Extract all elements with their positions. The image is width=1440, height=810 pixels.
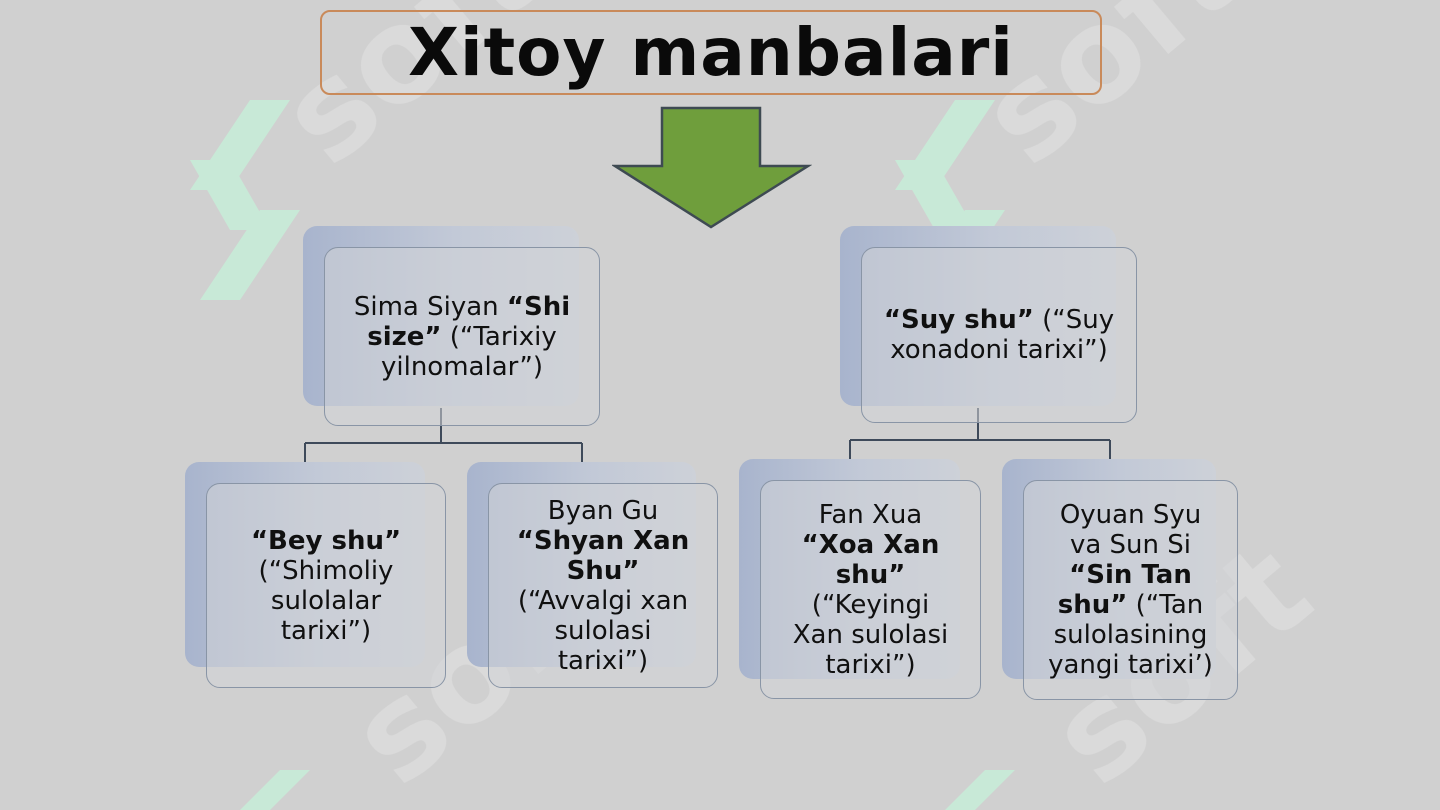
node-text: Byan Gu “Shyan Xan Shu” (“Avvalgi xan su… <box>516 495 690 676</box>
node-text: Sima Siyan “Shi size” (“Tarixiy yilnomal… <box>353 291 571 382</box>
down-arrow-icon <box>612 106 812 229</box>
node-text: “Bey shu” (“Shimoliy sulolalar tarixi”) <box>250 525 402 646</box>
node-shyan-xan-shu: Byan Gu “Shyan Xan Shu” (“Avvalgi xan su… <box>488 483 718 688</box>
node-text: “Suy shu” (“Suy xonadoni tarixi”) <box>883 305 1115 365</box>
node-suy-shu: “Suy shu” (“Suy xonadoni tarixi”) <box>861 247 1137 423</box>
title-box: Xitoy manbalari <box>320 10 1102 95</box>
node-sin-tan-shu: Oyuan Syu va Sun Si “Sin Tan shu” (“Tan … <box>1023 480 1238 700</box>
node-text: Oyuan Syu va Sun Si “Sin Tan shu” (“Tan … <box>1048 500 1213 680</box>
node-shi-size: Sima Siyan “Shi size” (“Tarixiy yilnomal… <box>324 247 600 426</box>
node-text: Fan Xua “Xoa Xan shu” (“Keyingi Xan sulo… <box>792 499 949 680</box>
node-xoa-xan-shu: Fan Xua “Xoa Xan shu” (“Keyingi Xan sulo… <box>760 480 981 699</box>
page-title: Xitoy manbalari <box>408 13 1014 91</box>
node-bey-shu: “Bey shu” (“Shimoliy sulolalar tarixi”) <box>206 483 446 688</box>
